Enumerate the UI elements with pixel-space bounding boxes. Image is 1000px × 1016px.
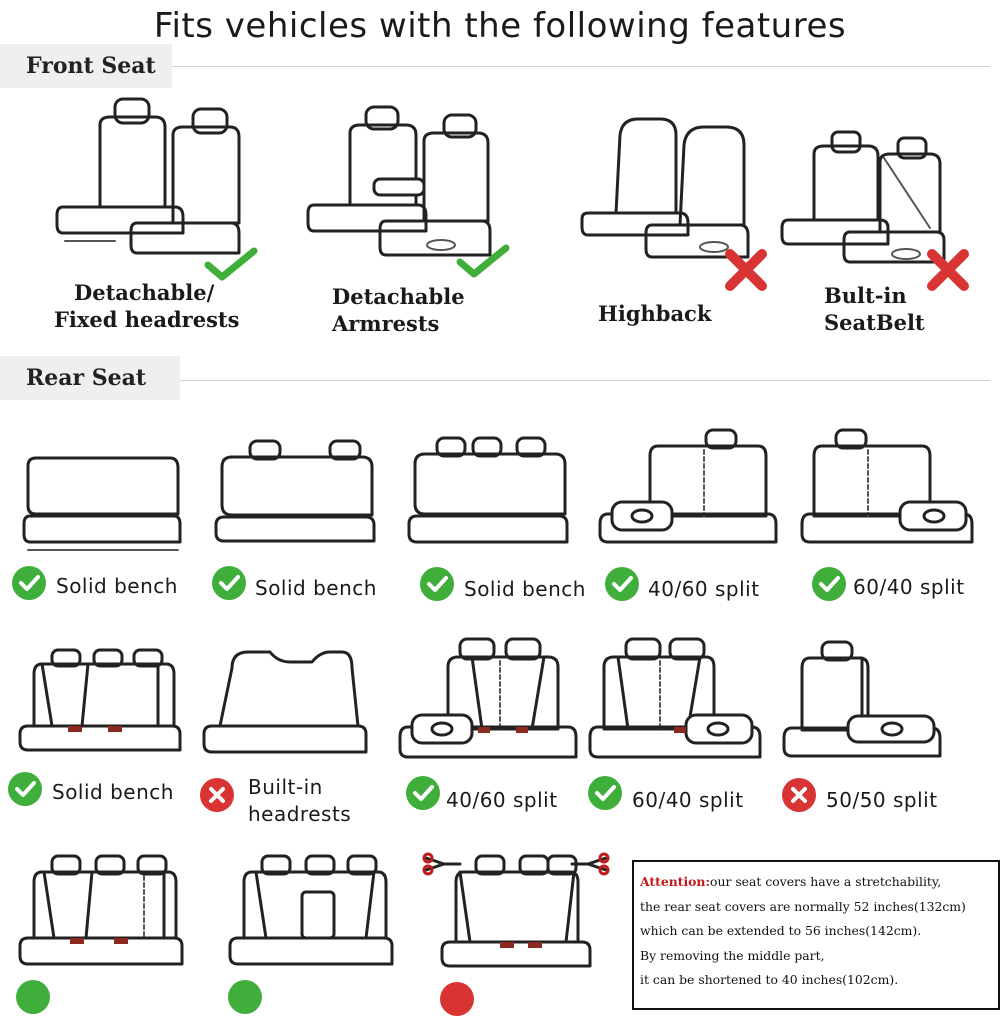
attention-label: Attention: [640,874,711,889]
front-seat-pair-icon [55,97,241,255]
rear-item-label: 50/50 split [826,788,938,812]
rear-item-label: Solid bench [464,577,586,601]
notice-line: the rear seat covers are normally 52 inc… [640,898,966,914]
cross-circle-icon [440,982,474,1016]
notice-line: which can be extended to 56 inches(142cm… [640,923,922,938]
split-40-60-seatbelt-seat-icon [398,637,578,759]
check-circle-icon [12,566,46,600]
check-circle-icon [212,566,246,600]
check-circle-icon [16,980,50,1014]
solid-bench-seat-icon [22,456,182,551]
check-circle-icon [406,776,440,810]
attention-notice: Attention:our seat covers have a stretch… [632,860,1000,1010]
builtin-seatbelt-seat-icon [780,130,946,264]
split-60-40-seatbelt-seat-icon [588,637,762,759]
split-60-40-seat-icon [800,428,974,544]
rear-item-label: Solid bench [52,780,174,804]
rear-item-label: 60/40 split [853,575,965,599]
check-circle-icon [812,567,846,601]
cross-circle-icon [200,778,234,812]
solid-bench-seat-icon [214,439,376,543]
rear-item-label: headrests [248,802,352,826]
solid-bench-seat-icon [407,436,569,544]
check-icon [456,244,510,278]
rear-item-label: 60/40 split [632,788,744,812]
split-40-60-seat-icon [598,428,778,544]
solid-bench-seatbelt-seat-icon [18,648,182,752]
check-circle-icon [605,567,639,601]
rear-item-label: Solid bench [255,576,377,600]
check-circle-icon [420,567,454,601]
front-item-label: Highback [598,301,712,326]
notice-line: it can be shortened to 40 inches(102cm). [640,972,899,987]
cross-icon [924,246,972,298]
page-title: Fits vehicles with the following feature… [153,6,847,46]
cup-holder-seat-icon [228,854,394,966]
check-circle-icon [588,776,622,810]
front-item-label: Detachable/ [74,280,215,305]
notice-text: our seat covers have a stretchability, [710,874,942,889]
rear-item-label: 40/60 split [648,577,760,601]
cross-icon [722,246,770,298]
front-item-label: Fixed headrests [54,307,240,332]
highback-seat-icon [580,117,750,259]
front-item-label: Bult-in [824,283,907,308]
front-section-divider [172,66,990,67]
check-circle-icon [8,772,42,806]
notice-line: Attention:our seat covers have a stretch… [640,870,992,895]
check-icon [204,247,258,281]
rear-item-label: Built-in [248,775,323,799]
split-40-20-40-seat-icon [18,854,184,966]
front-seat-section-tab: Front Seat [0,44,172,88]
front-seat-armrest-icon [306,105,492,257]
front-item-label: SeatBelt [824,310,925,335]
check-circle-icon [228,980,262,1014]
rear-section-divider [180,380,990,381]
cross-circle-icon [782,778,816,812]
front-item-label: Detachable [332,284,465,309]
rear-item-label: Solid bench [56,574,178,598]
front-item-label: Armrests [332,311,440,336]
rear-seat-section-tab: Rear Seat [0,356,180,400]
rear-item-label: 40/60 split [446,788,558,812]
builtin-seat-scissors-icon [422,852,610,968]
builtin-headrests-bench-icon [202,650,368,754]
split-50-50-seat-icon [782,640,942,758]
notice-line: By removing the middle part, [640,947,825,963]
